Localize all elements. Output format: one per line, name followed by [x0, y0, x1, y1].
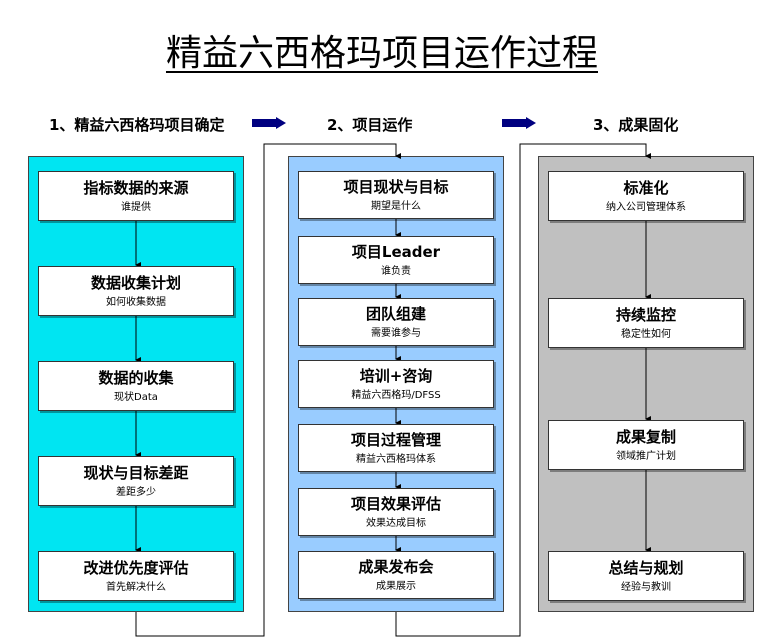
phase-1-label: 1、精益六西格玛项目确定 [49, 116, 225, 134]
phase-2-label: 2、项目运作 [327, 116, 413, 134]
step-box: 项目效果评估效果达成目标 [298, 488, 494, 536]
step-subtitle: 精益六西格玛/DFSS [351, 389, 441, 401]
step-box: 指标数据的来源谁提供 [38, 171, 234, 221]
phase-3-label: 3、成果固化 [593, 116, 679, 134]
right-arrow-icon [502, 117, 536, 129]
step-box: 成果复制领域推广计划 [548, 420, 744, 470]
step-subtitle: 差距多少 [116, 486, 156, 498]
step-box: 项目Leader 谁负责 [298, 236, 494, 284]
step-box: 持续监控稳定性如何 [548, 298, 744, 348]
step-title: 改进优先度评估 [83, 558, 189, 577]
step-subtitle: 领域推广计划 [616, 450, 676, 462]
step-subtitle: 谁提供 [121, 201, 151, 213]
step-subtitle: 谁负责 [381, 265, 411, 277]
step-title: 数据收集计划 [90, 273, 181, 292]
step-title: 成果发布会 [358, 557, 434, 576]
step-box: 标准化纳入公司管理体系 [548, 171, 744, 221]
step-box: 成果发布会成果展示 [298, 551, 494, 599]
step-title: 成果复制 [615, 427, 676, 446]
step-title: 数据的收集 [98, 368, 174, 387]
step-subtitle: 现状Data [114, 391, 158, 403]
step-title: 项目现状与目标 [343, 177, 449, 196]
step-title: 总结与规划 [608, 558, 684, 577]
step-title: 团队组建 [365, 304, 426, 323]
step-title: 项目过程管理 [350, 430, 441, 449]
step-title: 项目效果评估 [350, 494, 441, 513]
step-title: 现状与目标差距 [83, 463, 189, 482]
step-box: 总结与规划经验与教训 [548, 551, 744, 601]
step-subtitle: 经验与教训 [621, 581, 671, 593]
step-subtitle: 精益六西格玛体系 [356, 453, 436, 465]
right-arrow-icon [252, 117, 286, 129]
step-box: 团队组建需要谁参与 [298, 298, 494, 346]
step-box: 改进优先度评估首先解决什么 [38, 551, 234, 601]
page-title: 精益六西格玛项目运作过程 [165, 33, 598, 74]
step-box: 项目现状与目标期望是什么 [298, 171, 494, 219]
step-box: 培训+咨询精益六西格玛/DFSS [298, 360, 494, 408]
step-subtitle: 首先解决什么 [106, 581, 166, 593]
step-title: 培训+咨询 [359, 366, 433, 385]
step-subtitle: 需要谁参与 [371, 327, 421, 339]
step-title: 项目Leader [351, 242, 441, 261]
step-box: 现状与目标差距差距多少 [38, 456, 234, 506]
step-subtitle: 效果达成目标 [366, 517, 426, 529]
step-box: 项目过程管理精益六西格玛体系 [298, 424, 494, 472]
step-box: 数据的收集现状Data [38, 361, 234, 411]
step-subtitle: 如何收集数据 [106, 296, 166, 308]
step-title: 指标数据的来源 [83, 178, 189, 197]
step-title: 持续监控 [615, 305, 676, 324]
step-subtitle: 纳入公司管理体系 [606, 201, 686, 213]
phase-3-panel [538, 156, 754, 612]
step-subtitle: 稳定性如何 [621, 328, 671, 340]
step-box: 数据收集计划如何收集数据 [38, 266, 234, 316]
step-subtitle: 成果展示 [376, 580, 416, 592]
step-title: 标准化 [623, 178, 669, 197]
step-subtitle: 期望是什么 [371, 200, 421, 212]
